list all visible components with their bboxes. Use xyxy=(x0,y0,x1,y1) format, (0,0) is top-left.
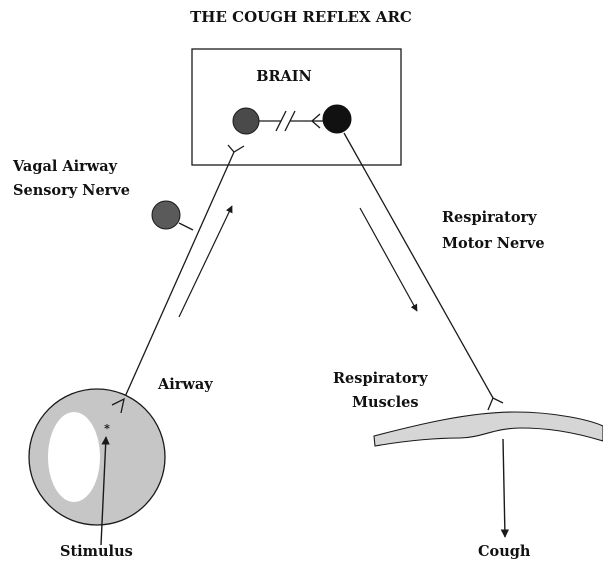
motor-neuron-body xyxy=(323,105,351,133)
cough-label: Cough xyxy=(478,543,531,560)
muscles-label-line1: Respiratory xyxy=(333,370,428,387)
airway-lumen xyxy=(48,412,100,502)
diagram-title: THE COUGH REFLEX ARC xyxy=(190,8,412,26)
motor-nerve-label-line1: Respiratory xyxy=(442,209,537,226)
brain-box xyxy=(192,49,401,165)
sensory-nerve-label-line2: Sensory Nerve xyxy=(13,182,130,199)
sensory-neuron-body xyxy=(233,108,259,134)
synapse-connection xyxy=(259,111,323,131)
sensory-ganglion-cell xyxy=(152,201,180,229)
sensory-nerve-label-line1: Vagal Airway xyxy=(12,158,118,175)
motor-nerve-label-line2: Motor Nerve xyxy=(442,235,545,252)
sensory-terminal-brain xyxy=(228,145,244,152)
afferent-direction-arrow xyxy=(179,206,232,317)
cough-arrow xyxy=(503,439,505,537)
airway-label: Airway xyxy=(157,376,213,393)
motor-nerve-fiber xyxy=(344,133,493,398)
ganglion-stem xyxy=(179,223,193,230)
stimulus-label: Stimulus xyxy=(60,543,133,560)
motor-terminal xyxy=(488,398,503,410)
respiratory-muscles xyxy=(374,412,603,446)
sensory-nerve-fiber xyxy=(124,152,234,399)
muscles-label-line2: Muscles xyxy=(352,394,418,411)
receptor-icon: * xyxy=(104,422,110,435)
efferent-direction-arrow xyxy=(360,208,417,311)
brain-label: BRAIN xyxy=(256,68,312,85)
